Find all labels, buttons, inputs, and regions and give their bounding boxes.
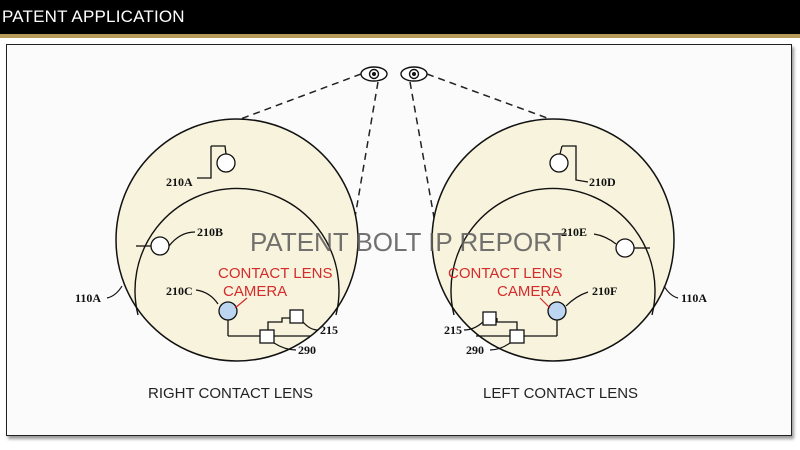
- right-lens-caption: RIGHT CONTACT LENS: [148, 385, 313, 402]
- ref-210f: 210F: [592, 284, 617, 298]
- right-contact-lens: [106, 118, 359, 362]
- ref-110a-right: 110A: [75, 291, 101, 305]
- header-bar: PATENT APPLICATION: [0, 0, 800, 34]
- sensor-210e: [615, 238, 635, 258]
- ref-290-right: 290: [298, 343, 316, 357]
- ref-210e: 210E: [561, 225, 587, 239]
- right-camera-label-line2: CAMERA: [223, 283, 287, 300]
- header-rule: [0, 34, 800, 38]
- circuit-215-right: [289, 309, 304, 324]
- camera-210c: [218, 301, 238, 321]
- camera-210f: [547, 301, 567, 321]
- ref-215-right: 215: [320, 323, 338, 337]
- ref-210c: 210C: [166, 284, 193, 298]
- left-lens-caption: LEFT CONTACT LENS: [483, 385, 638, 402]
- ref-210a: 210A: [166, 175, 193, 189]
- ref-210b: 210B: [197, 225, 223, 239]
- ref-210d: 210D: [589, 175, 616, 189]
- left-contact-lens: [431, 118, 679, 362]
- left-eye-icon: [400, 66, 428, 82]
- ref-215-left: 215: [444, 323, 462, 337]
- left-lens-outer: [431, 118, 675, 362]
- battery-290-left: [509, 329, 525, 344]
- left-camera-label-line1: CONTACT LENS: [448, 265, 562, 282]
- sensor-210d: [549, 153, 569, 173]
- circuit-215-left: [482, 311, 497, 326]
- battery-290-right: [259, 329, 275, 344]
- header-title: PATENT APPLICATION: [2, 7, 185, 26]
- sensor-210b: [150, 236, 170, 256]
- left-camera-label-line2: CAMERA: [497, 283, 561, 300]
- sensor-210a: [216, 153, 236, 173]
- ref-290-left: 290: [466, 343, 484, 357]
- watermark: PATENT BOLT IP REPORT: [250, 227, 568, 257]
- right-eye-icon: [360, 66, 388, 82]
- right-lens-outer: [115, 118, 359, 362]
- right-lens-inner-arc: [134, 187, 340, 316]
- left-lens-inner-arc: [450, 187, 656, 316]
- right-camera-label-line1: CONTACT LENS: [218, 265, 332, 282]
- ref-110a-left: 110A: [681, 291, 707, 305]
